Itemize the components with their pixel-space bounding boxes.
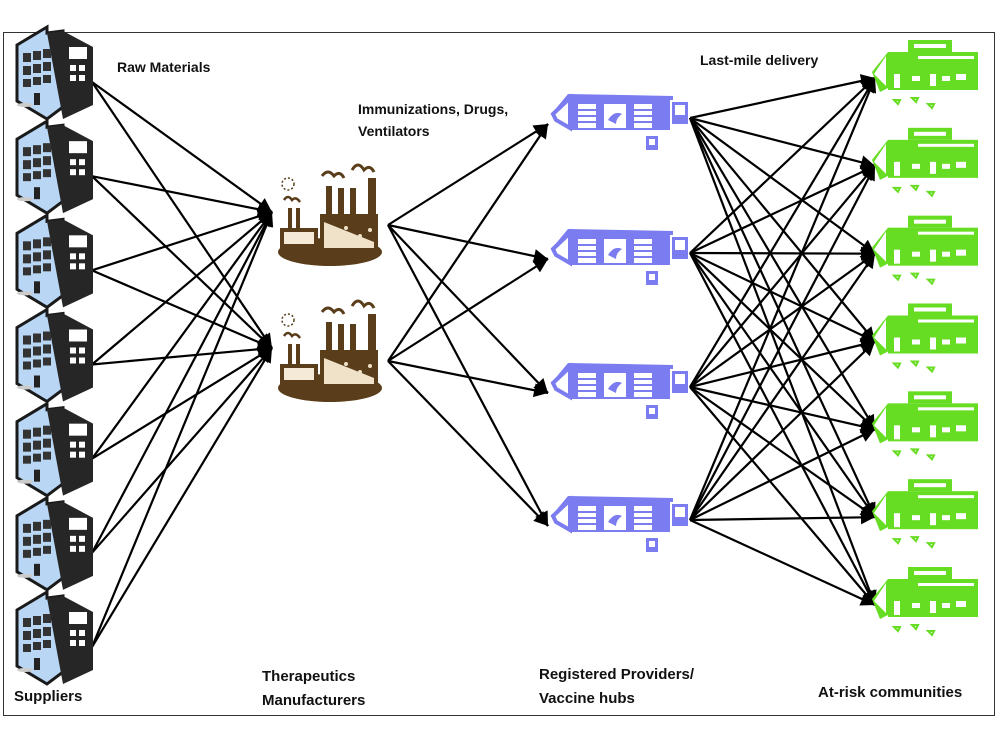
edge-3-2-1	[689, 77, 876, 254]
edge-1-7-2	[91, 347, 273, 648]
community-node-2	[871, 126, 979, 197]
edge-2-1-4	[387, 224, 549, 527]
community-node-7	[871, 566, 979, 636]
edge-3-1-5	[689, 117, 876, 430]
edges-layer	[90, 74, 877, 648]
supplier-node-4	[15, 308, 95, 403]
edge-2-2-1	[387, 123, 549, 362]
edge-2-2-2	[387, 258, 549, 362]
edge-3-3-7	[689, 386, 876, 606]
edge-3-4-4	[689, 340, 876, 521]
diagram-frame	[3, 32, 995, 716]
edge-1-4-2	[91, 342, 273, 366]
edge-1-7-1	[90, 211, 274, 648]
edge-3-1-1	[689, 74, 876, 120]
hub-node-4	[551, 494, 690, 554]
label-products-line2: Ventilators	[358, 123, 430, 139]
edge-2-2-3	[387, 359, 549, 398]
edge-3-3-3	[689, 252, 876, 388]
label-hubs-line1: Registered Providers/	[539, 666, 695, 683]
label-products-line1: Immunizations, Drugs,	[358, 101, 509, 117]
supplier-node-2	[15, 119, 95, 215]
edge-1-1-1	[91, 81, 273, 213]
community-node-1	[871, 39, 979, 109]
edge-1-3-1	[91, 209, 273, 272]
edge-3-4-3	[689, 253, 876, 521]
label-last-mile: Last-mile delivery	[700, 52, 819, 68]
edge-3-1-6	[689, 117, 876, 518]
manufacturer-node-2	[276, 299, 384, 404]
hub-node-3	[551, 361, 690, 421]
edge-3-4-2	[689, 165, 876, 521]
edge-1-6-1	[91, 211, 273, 554]
supplier-node-3	[15, 213, 95, 309]
edge-1-2-1	[91, 175, 273, 217]
edge-1-2-2	[91, 175, 273, 349]
edge-3-4-6	[689, 510, 876, 525]
label-manufacturers-line2: Manufacturers	[262, 692, 366, 709]
supplier-node-7	[15, 590, 95, 686]
supplier-node-6	[15, 496, 95, 592]
supplier-node-1	[15, 25, 95, 121]
label-communities: At-risk communities	[818, 684, 963, 701]
hub-node-1	[551, 92, 690, 152]
edge-3-1-4	[689, 117, 876, 343]
label-raw-materials: Raw Materials	[117, 59, 211, 75]
community-node-6	[871, 478, 979, 549]
supplier-node-5	[15, 402, 95, 498]
edge-1-5-1	[91, 211, 273, 460]
edge-3-2-7	[689, 252, 876, 606]
community-node-3	[871, 214, 979, 285]
label-hubs-line2: Vaccine hubs	[539, 690, 635, 707]
manufacturer-node-1	[276, 163, 384, 268]
community-node-5	[871, 390, 979, 461]
edge-3-4-1	[688, 77, 877, 521]
edge-3-3-6	[689, 386, 876, 519]
edge-3-1-2	[689, 116, 876, 170]
edge-3-3-5	[689, 385, 876, 434]
edge-3-3-1	[689, 77, 876, 388]
community-node-4	[871, 302, 979, 373]
edge-1-1-2	[91, 81, 273, 349]
edge-3-1-7	[688, 117, 877, 606]
edge-3-3-2	[689, 165, 876, 388]
label-suppliers: Suppliers	[14, 688, 83, 705]
edge-3-4-5	[689, 428, 876, 521]
edge-2-2-4	[387, 360, 549, 527]
edge-3-2-3	[689, 246, 876, 261]
hub-node-2	[551, 227, 690, 287]
edge-3-3-4	[689, 338, 876, 389]
edge-1-5-2	[91, 347, 273, 460]
edge-1-3-2	[91, 269, 273, 350]
edge-1-6-2	[91, 347, 273, 554]
edge-3-1-3	[689, 117, 876, 255]
edge-1-4-1	[91, 211, 273, 366]
edge-3-2-2	[689, 164, 876, 254]
edge-3-4-7	[689, 519, 876, 606]
edge-2-1-1	[387, 123, 549, 226]
label-manufacturers-line1: Therapeutics	[262, 668, 356, 685]
